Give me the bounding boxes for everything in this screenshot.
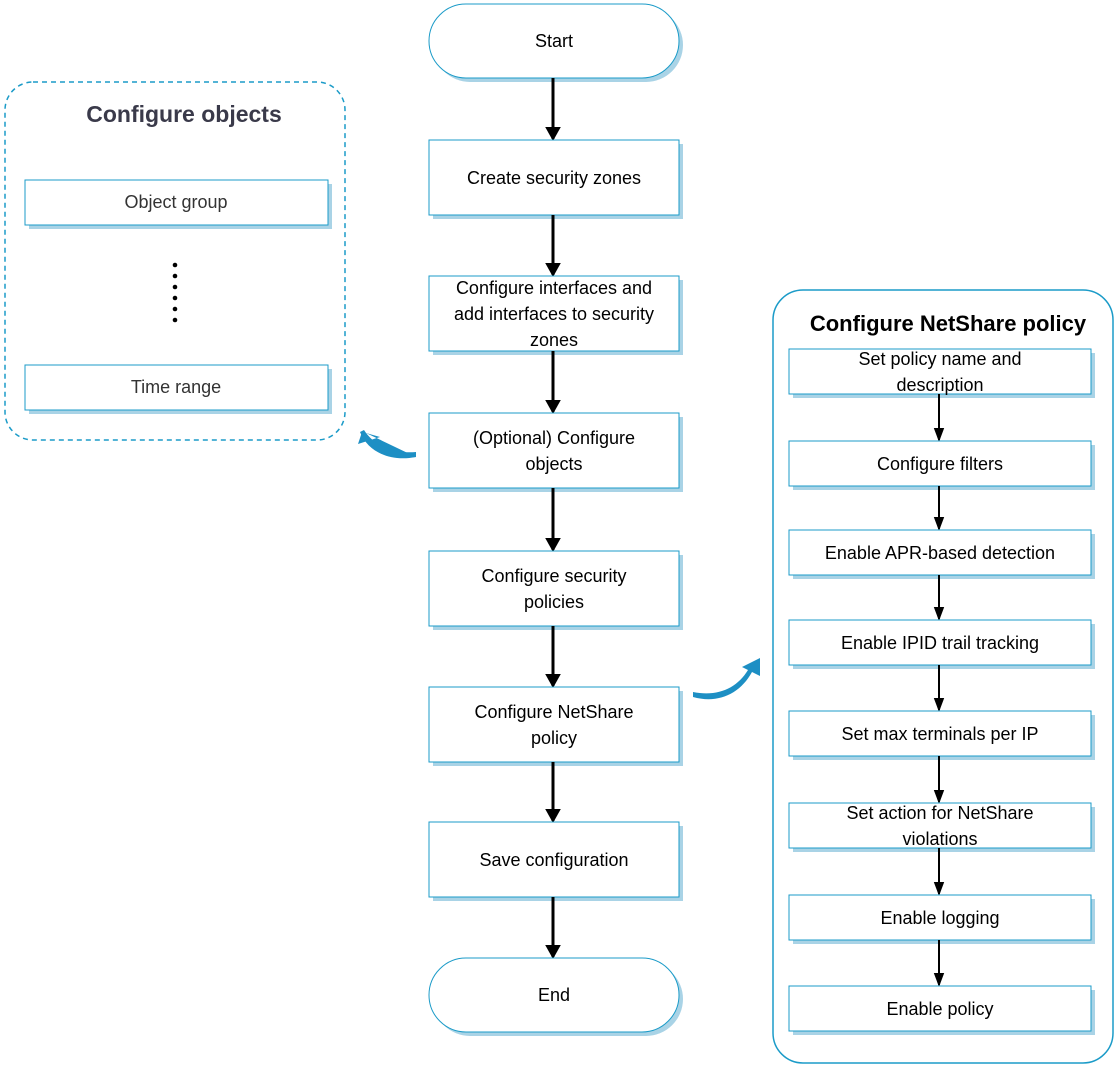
netshare-step-4-label-line: Enable IPID trail tracking <box>841 633 1039 653</box>
netshare-step-7-label-line: Enable logging <box>880 908 999 928</box>
netshare-arrow-4-head <box>933 698 945 712</box>
netshare-arrow-5-head <box>933 790 945 804</box>
main-step-5-label: Configure NetShare policy <box>474 702 633 748</box>
netshare-panel-title: Configure NetShare policy <box>810 311 1087 336</box>
main-step-4-label-line: policies <box>524 592 584 612</box>
main-arrow-4-head <box>545 674 561 688</box>
main-step-5-label-line: policy <box>531 728 577 748</box>
netshare-step-1-label-line: Set policy name and <box>858 349 1021 369</box>
main-step-2-label-line: add interfaces to security <box>454 304 654 324</box>
main-step-4-label-line: Configure security <box>481 566 626 586</box>
main-step-6[interactable]: Save configuration <box>428 821 683 901</box>
netshare-step-5[interactable]: Set max terminals per IP <box>788 710 1095 760</box>
object-group-box[interactable]: Object group <box>24 179 332 229</box>
object-group-label: Object group <box>124 192 227 212</box>
netshare-step-2-label: Configure filters <box>877 454 1003 474</box>
netshare-step-2[interactable]: Configure filters <box>788 440 1095 490</box>
netshare-arrow-1-head <box>933 428 945 442</box>
vertical-dots-icon <box>172 262 178 323</box>
start-terminal-label: Start <box>535 31 573 51</box>
main-step-1[interactable]: Create security zones <box>428 139 683 219</box>
netshare-steps: Set policy name and descriptionConfigure … <box>788 348 1095 1035</box>
objects-panel: Configure objects Object group Time rang… <box>4 81 346 441</box>
netshare-step-2-label-line: Configure filters <box>877 454 1003 474</box>
netshare-step-1[interactable]: Set policy name and description <box>788 348 1095 398</box>
end-terminal-label: End <box>538 985 570 1005</box>
netshare-arrow-2-head <box>933 517 945 531</box>
netshare-step-7-label: Enable logging <box>880 908 999 928</box>
netshare-step-6-label: Set action for NetShare violations <box>846 803 1033 849</box>
main-arrow-1-head <box>545 263 561 277</box>
main-step-3-label: (Optional) Configure objects <box>473 428 635 474</box>
netshare-arrow-6-head <box>933 882 945 896</box>
main-step-4[interactable]: Configure security policies <box>428 550 683 630</box>
main-step-3[interactable]: (Optional) Configure objects <box>428 412 683 492</box>
main-step-2[interactable]: Configure interfaces and add interfaces t… <box>428 275 683 355</box>
objects-panel-frame <box>4 81 346 441</box>
main-arrow-0-head <box>545 127 561 141</box>
main-arrow-5-head <box>545 809 561 823</box>
main-step-3-label-line: (Optional) Configure <box>473 428 635 448</box>
end-terminal[interactable]: End <box>428 957 683 1036</box>
netshare-step-4-label: Enable IPID trail tracking <box>841 633 1039 653</box>
netshare-step-5-label: Set max terminals per IP <box>841 724 1038 744</box>
netshare-connector-arrow <box>693 658 760 700</box>
netshare-step-1-label: Set policy name and description <box>858 349 1021 395</box>
netshare-step-1-label-line: description <box>896 375 983 395</box>
main-arrow-3-head <box>545 538 561 552</box>
main-step-2-label-line: zones <box>530 330 578 350</box>
netshare-panel: Configure NetShare policy Set policy nam… <box>772 289 1114 1064</box>
netshare-step-8-label: Enable policy <box>886 999 993 1019</box>
netshare-step-3[interactable]: Enable APR-based detection <box>788 529 1095 579</box>
netshare-step-5-label-line: Set max terminals per IP <box>841 724 1038 744</box>
time-range-box[interactable]: Time range <box>24 364 332 414</box>
netshare-step-7[interactable]: Enable logging <box>788 894 1095 944</box>
objects-panel-title: Configure objects <box>86 101 282 127</box>
netshare-step-8-label-line: Enable policy <box>886 999 993 1019</box>
main-step-6-label: Save configuration <box>479 850 628 870</box>
main-step-5[interactable]: Configure NetShare policy <box>428 686 683 766</box>
netshare-step-8[interactable]: Enable policy <box>788 985 1095 1035</box>
netshare-step-6-label-line: Set action for NetShare <box>846 803 1033 823</box>
main-arrow-2-head <box>545 400 561 414</box>
main-step-6-label-line: Save configuration <box>479 850 628 870</box>
netshare-arrow-7-head <box>933 973 945 987</box>
netshare-step-3-label-line: Enable APR-based detection <box>825 543 1055 563</box>
netshare-step-6[interactable]: Set action for NetShare violations <box>788 802 1095 852</box>
start-terminal[interactable]: Start <box>428 3 683 82</box>
main-step-1-label: Create security zones <box>467 168 641 188</box>
netshare-step-4[interactable]: Enable IPID trail tracking <box>788 619 1095 669</box>
time-range-label: Time range <box>131 377 221 397</box>
netshare-step-3-label: Enable APR-based detection <box>825 543 1055 563</box>
netshare-step-6-label-line: violations <box>902 829 977 849</box>
main-step-2-label-line: Configure interfaces and <box>456 278 652 298</box>
main-step-3-label-line: objects <box>525 454 582 474</box>
netshare-panel-frame <box>772 289 1114 1064</box>
netshare-arrow-3-head <box>933 607 945 621</box>
main-step-5-label-line: Configure NetShare <box>474 702 633 722</box>
main-arrow-end-head <box>545 945 561 959</box>
main-step-1-label-line: Create security zones <box>467 168 641 188</box>
main-step-2-label: Configure interfaces and add interfaces t… <box>454 278 654 350</box>
objects-connector-arrow <box>358 430 416 459</box>
main-step-4-label: Configure security policies <box>481 566 626 612</box>
